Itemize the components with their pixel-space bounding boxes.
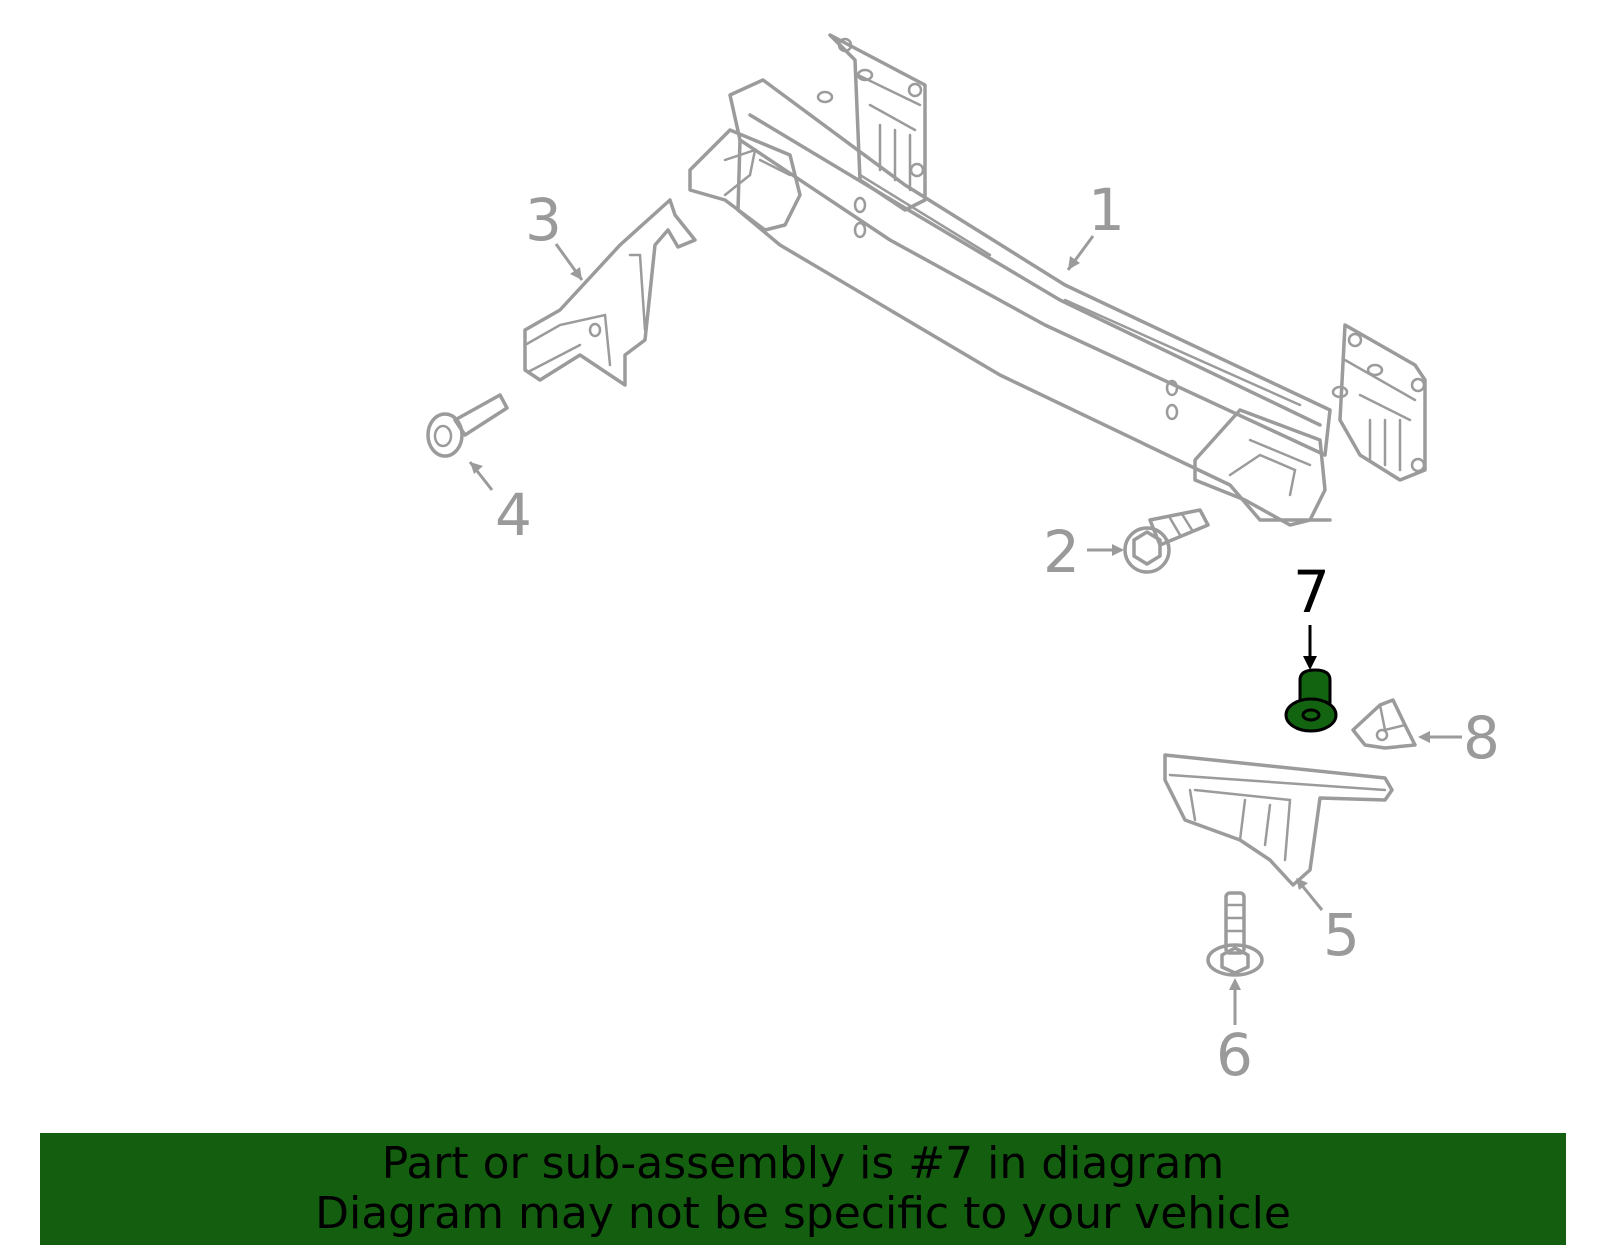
- banner-line-disclaimer: Diagram may not be specific to your vehi…: [315, 1188, 1291, 1239]
- callout-4: 4: [495, 481, 532, 549]
- part-7-nut-highlighted[interactable]: [1284, 668, 1338, 733]
- part-3-bracket[interactable]: [523, 198, 697, 387]
- banner-line-part: Part or sub-assembly is #7 in diagram: [381, 1138, 1225, 1189]
- info-banner: Part or sub-assembly is #7 in diagram Di…: [40, 1133, 1566, 1245]
- callout-8: 8: [1463, 704, 1500, 772]
- part-1-bumper-reinforcement[interactable]: [688, 33, 1427, 527]
- part-8-clip[interactable]: [1351, 698, 1417, 750]
- callout-2: 2: [1043, 518, 1080, 586]
- callout-1: 1: [1088, 176, 1125, 244]
- callout-5: 5: [1323, 901, 1360, 969]
- part-5-deflector[interactable]: [1163, 753, 1394, 887]
- callout-3: 3: [525, 186, 562, 254]
- part-4-bolt[interactable]: [426, 393, 509, 458]
- part-2-bolt[interactable]: [1123, 508, 1210, 574]
- leader-lines: [468, 235, 1462, 1025]
- parts-diagram: 1 2 3 4 5 6 7 8: [426, 33, 1500, 1089]
- callout-6: 6: [1216, 1021, 1253, 1089]
- part-6-bolt[interactable]: [1206, 891, 1264, 977]
- callout-7: 7: [1293, 558, 1330, 626]
